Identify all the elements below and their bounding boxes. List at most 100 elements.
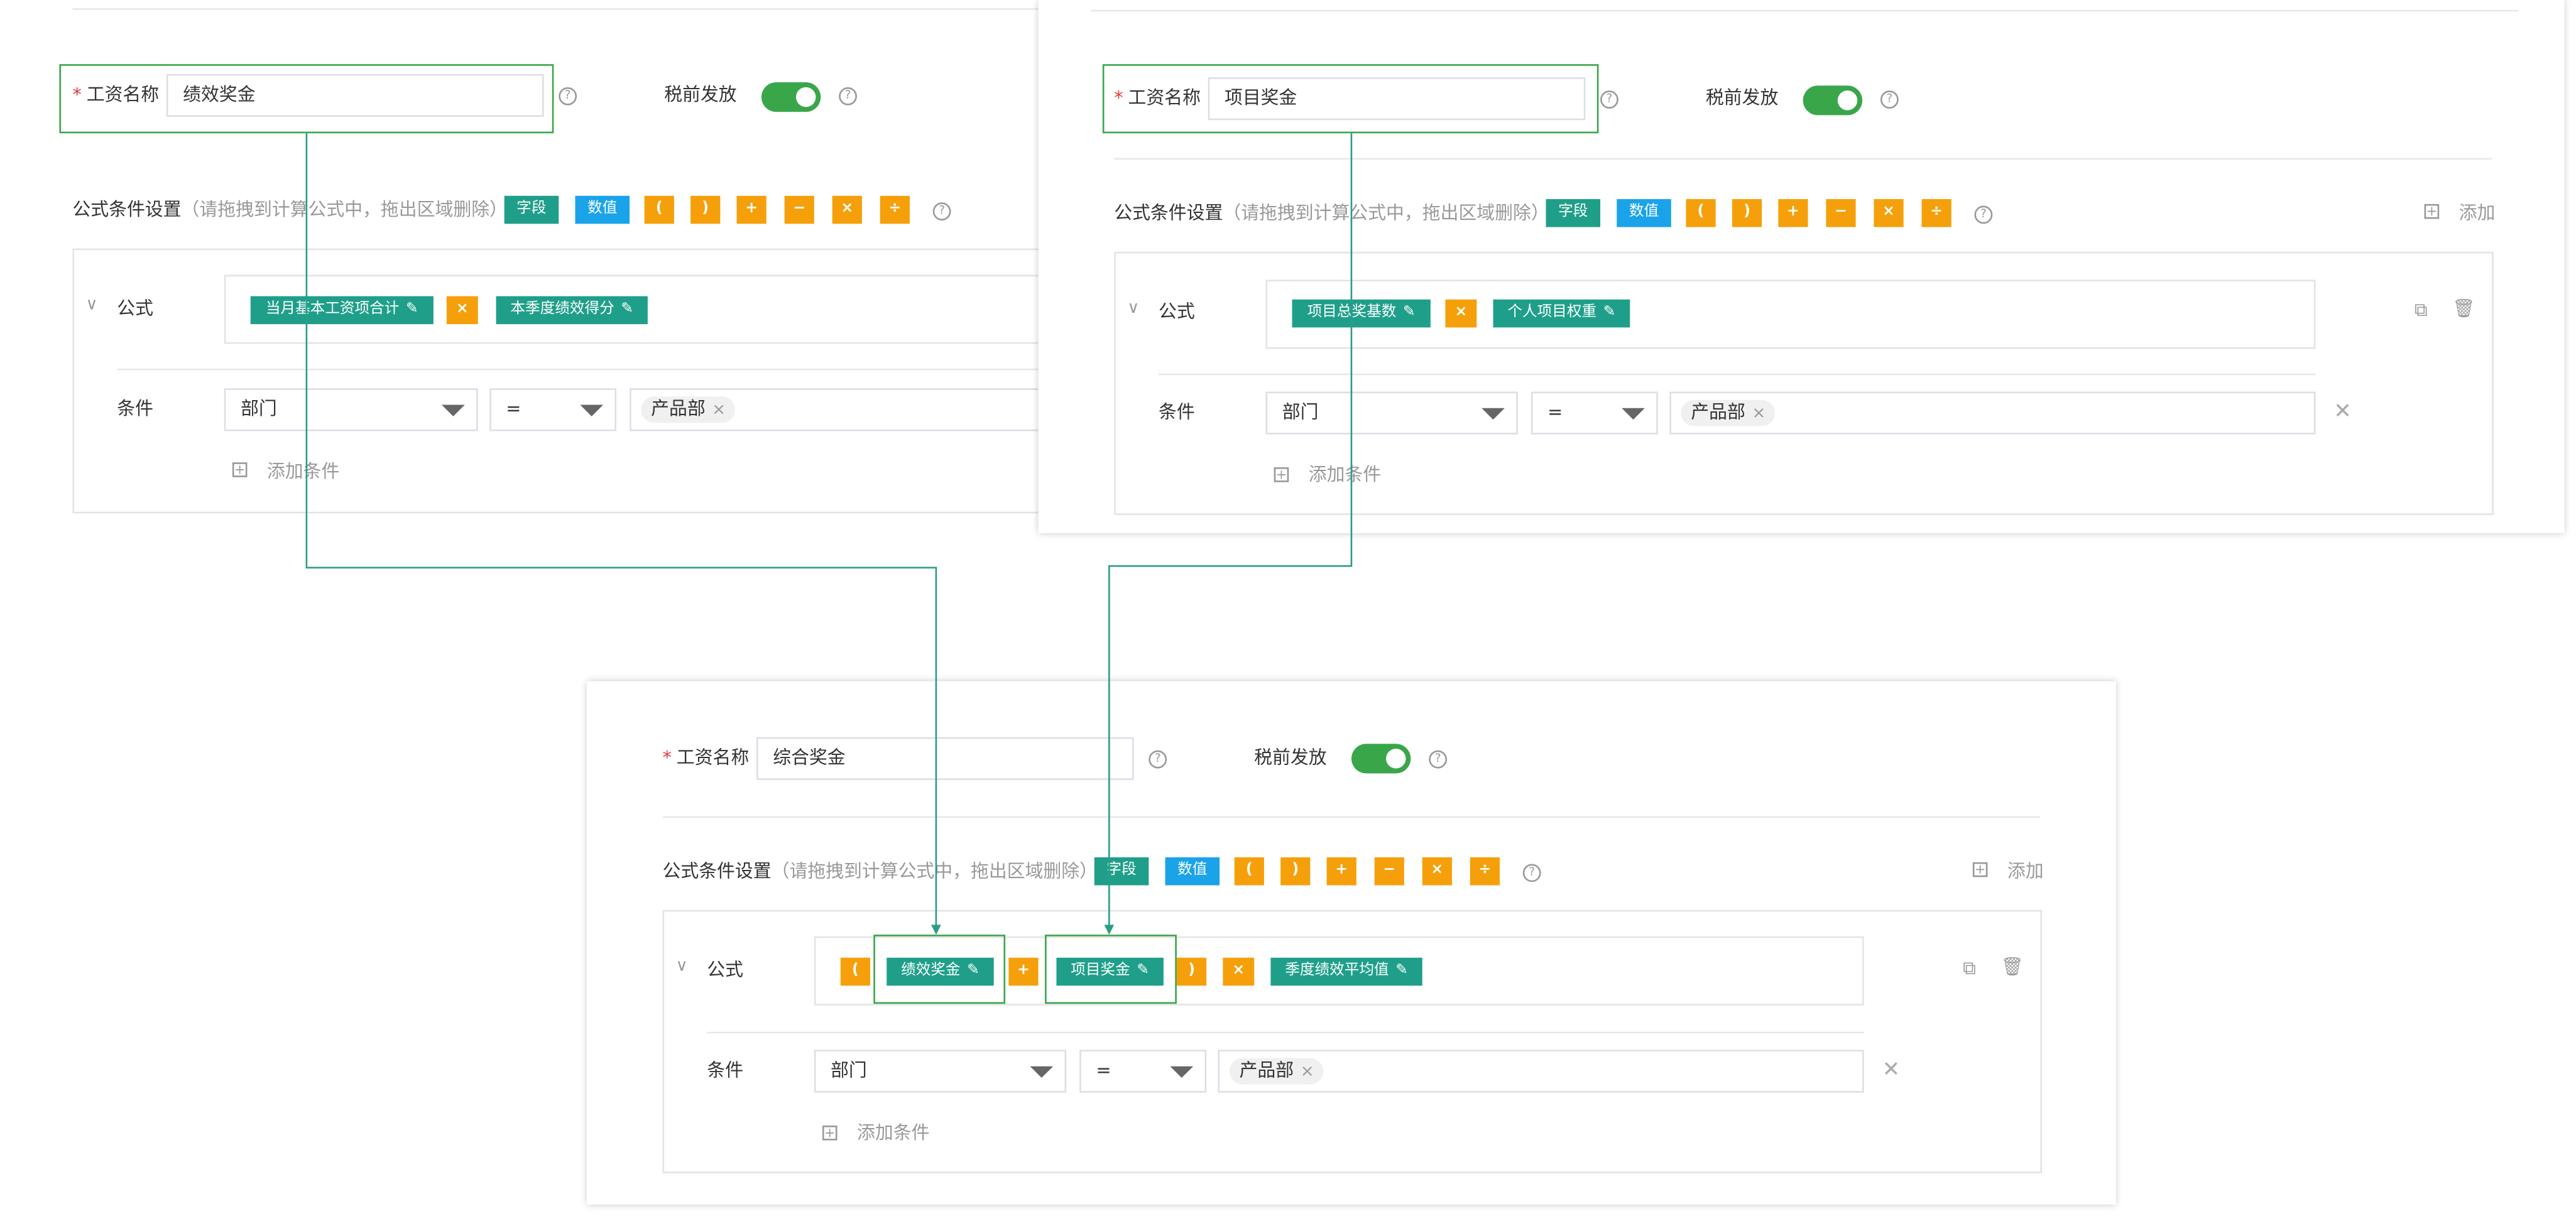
- formula-token-field[interactable]: 个人项目权重✎: [1493, 299, 1630, 328]
- palette-plus-button[interactable]: +: [736, 195, 767, 224]
- add-condition-icon[interactable]: +: [232, 462, 248, 477]
- chevron-down-icon[interactable]: ∨: [85, 296, 98, 315]
- chevron-down-icon[interactable]: ∨: [675, 957, 688, 976]
- pencil-icon[interactable]: ✎: [621, 301, 634, 318]
- formula-token-field[interactable]: 当月基本工资项合计✎: [250, 296, 434, 325]
- palette-open-paren-button[interactable]: (: [1234, 857, 1264, 886]
- formula-token-field[interactable]: 本季度绩效得分✎: [496, 296, 648, 325]
- formula-token-operator[interactable]: (: [840, 957, 870, 986]
- chip-remove-icon[interactable]: ×: [1300, 1063, 1314, 1082]
- help-icon[interactable]: ?: [1974, 205, 1993, 224]
- formula-token-field[interactable]: 季度绩效平均值✎: [1270, 957, 1422, 986]
- help-icon[interactable]: ?: [932, 202, 951, 221]
- help-icon[interactable]: ?: [1522, 864, 1541, 882]
- salary-name-label: *工资名称: [1114, 87, 1201, 109]
- palette-minus-button[interactable]: −: [1826, 199, 1856, 227]
- help-icon[interactable]: ?: [1429, 750, 1448, 769]
- chip-remove-icon[interactable]: ×: [712, 401, 726, 420]
- pencil-icon[interactable]: ✎: [1402, 304, 1416, 321]
- formula-token-operator[interactable]: ×: [1445, 299, 1477, 328]
- palette-divide-button[interactable]: ÷: [1921, 199, 1951, 227]
- copy-icon[interactable]: ⧉: [1963, 957, 1976, 979]
- trash-icon[interactable]: 🗑: [2000, 956, 2024, 978]
- add-rule-icon[interactable]: +: [1972, 862, 1988, 877]
- chevron-down-icon: [1170, 1066, 1194, 1078]
- close-icon[interactable]: ✕: [2333, 399, 2352, 425]
- formula-token-field[interactable]: 项目奖金✎: [1056, 957, 1164, 986]
- palette-number-button[interactable]: 数值: [575, 195, 630, 224]
- palette-minus-button[interactable]: −: [784, 195, 814, 224]
- condition-value-select[interactable]: 产品部×: [630, 388, 1057, 431]
- formula-dropzone[interactable]: 当月基本工资项合计✎ × 本季度绩效得分✎: [224, 274, 1057, 344]
- palette-plus-button[interactable]: +: [1326, 857, 1356, 886]
- condition-operator-select[interactable]: =: [489, 388, 617, 431]
- formula-dropzone[interactable]: ( 绩效奖金✎ + 项目奖金✎ ) × 季度绩效平均值✎: [814, 935, 1864, 1006]
- chevron-down-icon[interactable]: ∨: [1127, 299, 1140, 318]
- palette-field-button[interactable]: 字段: [504, 195, 559, 224]
- pencil-icon[interactable]: ✎: [1603, 304, 1616, 321]
- pretax-toggle[interactable]: [1351, 744, 1411, 774]
- formula-token-field[interactable]: 项目总奖基数✎: [1292, 299, 1431, 328]
- condition-field-select[interactable]: 部门: [814, 1050, 1067, 1093]
- pretax-label: 税前发放: [664, 84, 737, 106]
- condition-value-select[interactable]: 产品部×: [1218, 1050, 1864, 1093]
- palette-field-button[interactable]: 字段: [1094, 857, 1149, 886]
- salary-name-input[interactable]: 项目奖金: [1208, 77, 1586, 121]
- add-condition-icon[interactable]: +: [1274, 467, 1289, 482]
- condition-field-select[interactable]: 部门: [1265, 391, 1518, 435]
- help-icon[interactable]: ?: [1149, 750, 1167, 769]
- condition-value-select[interactable]: 产品部×: [1669, 391, 2316, 435]
- pencil-icon[interactable]: ✎: [405, 301, 418, 318]
- palette-divide-button[interactable]: ÷: [1470, 857, 1500, 886]
- add-rule-button[interactable]: 添加: [2459, 202, 2496, 224]
- formula-token-operator[interactable]: +: [1008, 957, 1039, 986]
- help-icon[interactable]: ?: [839, 87, 858, 106]
- trash-icon[interactable]: 🗑: [2452, 298, 2475, 320]
- palette-plus-button[interactable]: +: [1778, 199, 1808, 227]
- add-condition-button[interactable]: 添加条件: [1308, 464, 1382, 486]
- close-icon[interactable]: ✕: [1882, 1058, 1901, 1083]
- salary-name-input[interactable]: 绩效奖金: [166, 73, 544, 117]
- pencil-icon[interactable]: ✎: [1395, 962, 1408, 979]
- add-condition-button[interactable]: 添加条件: [266, 460, 340, 482]
- palette-number-button[interactable]: 数值: [1617, 199, 1671, 227]
- chevron-down-icon: [1482, 408, 1505, 420]
- condition-operator-select[interactable]: =: [1079, 1050, 1207, 1093]
- pretax-toggle[interactable]: [1803, 85, 1863, 116]
- palette-number-button[interactable]: 数值: [1165, 857, 1220, 886]
- palette-open-paren-button[interactable]: (: [644, 195, 674, 224]
- help-icon[interactable]: ?: [1880, 90, 1899, 109]
- help-icon[interactable]: ?: [559, 87, 577, 106]
- pencil-icon[interactable]: ✎: [967, 962, 980, 979]
- chip-remove-icon[interactable]: ×: [1752, 404, 1766, 423]
- palette-multiply-button[interactable]: ×: [1874, 199, 1904, 227]
- pretax-toggle[interactable]: [761, 82, 821, 112]
- pretax-label: 税前发放: [1705, 87, 1779, 109]
- palette-divide-button[interactable]: ÷: [880, 195, 910, 224]
- palette-open-paren-button[interactable]: (: [1686, 199, 1716, 227]
- salary-name-input[interactable]: 综合奖金: [756, 737, 1134, 780]
- formula-token-operator[interactable]: ×: [1223, 957, 1255, 986]
- condition-operator-select[interactable]: =: [1531, 391, 1658, 435]
- palette-multiply-button[interactable]: ×: [1422, 857, 1452, 886]
- palette-field-button[interactable]: 字段: [1546, 199, 1601, 227]
- add-rule-icon[interactable]: +: [2424, 204, 2440, 219]
- rule-divider: [707, 1031, 1864, 1034]
- formula-dropzone[interactable]: 项目总奖基数✎ × 个人项目权重✎: [1265, 279, 2316, 349]
- formula-token-operator[interactable]: ): [1176, 957, 1207, 986]
- palette-close-paren-button[interactable]: ): [690, 195, 721, 224]
- formula-token-operator[interactable]: ×: [446, 296, 478, 325]
- condition-field-select[interactable]: 部门: [224, 388, 478, 431]
- palette-close-paren-button[interactable]: ): [1280, 857, 1311, 886]
- add-condition-icon[interactable]: +: [822, 1126, 838, 1141]
- palette-multiply-button[interactable]: ×: [832, 195, 862, 224]
- add-condition-button[interactable]: 添加条件: [857, 1122, 930, 1144]
- copy-icon[interactable]: ⧉: [2414, 299, 2428, 321]
- salary-name-highlight: [1102, 64, 1599, 134]
- add-rule-button[interactable]: 添加: [2007, 860, 2044, 882]
- formula-token-field[interactable]: 绩效奖金✎: [887, 957, 994, 986]
- pencil-icon[interactable]: ✎: [1137, 962, 1150, 979]
- palette-minus-button[interactable]: −: [1374, 857, 1404, 886]
- help-icon[interactable]: ?: [1600, 90, 1618, 109]
- palette-close-paren-button[interactable]: ): [1732, 199, 1762, 227]
